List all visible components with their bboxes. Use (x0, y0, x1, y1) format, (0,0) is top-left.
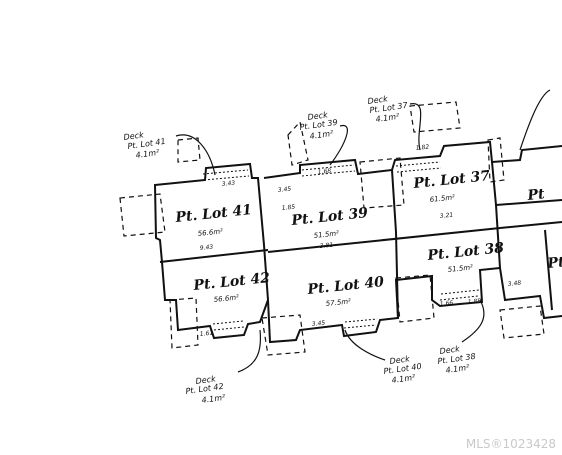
dashed-outlines (119, 101, 545, 356)
dim-label: 3.81 (319, 242, 333, 250)
lot-41-area: 56.6m² (197, 227, 223, 238)
lot-42-area: 56.6m² (213, 293, 239, 304)
building-outline (153, 140, 562, 344)
lot-edge-label-lower: Pt (546, 254, 562, 272)
deck-37-line1: Deck (367, 94, 389, 106)
dim-label: 3.45 (277, 186, 291, 194)
lot-40-area: 57.5m² (325, 297, 351, 308)
lot-37-label: Pt. Lot 37 (412, 168, 491, 192)
dimension-labels: 3.43 3.45 9.43 3.81 3.21 1.68 1.82 1.85 … (199, 144, 521, 338)
dim-label: 1.88 (467, 298, 481, 306)
dim-label: 3.48 (507, 280, 521, 288)
deck-39-line1: Deck (307, 110, 329, 122)
deck-40-area: 4.1m² (391, 373, 417, 385)
lot-40-label: Pt. Lot 40 (306, 274, 385, 298)
dim-label: 3.43 (221, 180, 235, 188)
lot-38-area: 51.5m² (447, 263, 473, 274)
lot-42-label: Pt. Lot 42 (192, 270, 271, 294)
lot-39-area: 51.5m² (313, 229, 339, 240)
mls-watermark: MLS®1023428 (465, 437, 556, 451)
deck-38-area: 4.1m² (445, 363, 471, 375)
leader-lines (175, 89, 551, 373)
dim-label: 1.68 (317, 168, 331, 176)
lot-38-label: Pt. Lot 38 (426, 240, 505, 264)
lot-39-label: Pt. Lot 39 (290, 205, 369, 229)
dim-label: 1.85 (281, 204, 295, 212)
deck-41-area: 4.1m² (135, 148, 161, 160)
deck-41-line1: Deck (123, 130, 145, 142)
lot-41-label: Pt. Lot 41 (174, 202, 253, 226)
deck-39-area: 4.1m² (309, 129, 335, 141)
lot-37-area: 61.5m² (429, 193, 455, 204)
deck-38-line1: Deck (439, 344, 461, 356)
dim-label: 3.21 (439, 212, 453, 220)
deck-42-area: 4.1m² (201, 393, 227, 405)
dim-label: 1.66 (439, 300, 453, 308)
dim-label: 3.45 (311, 320, 325, 328)
dim-label: 1.82 (415, 144, 429, 152)
deck-labels: Deck Pt. Lot 41 4.1m² Deck Pt. Lot 39 4.… (123, 94, 476, 405)
deck-37-area: 4.1m² (375, 112, 401, 124)
dim-label: 1.61 (199, 330, 213, 338)
dim-label: 9.43 (199, 244, 213, 252)
lot-edge-label: Pt (526, 186, 546, 204)
deck-40-line1: Deck (389, 354, 411, 366)
deck-hatching (202, 161, 480, 331)
deck-42-line1: Deck (195, 374, 217, 386)
